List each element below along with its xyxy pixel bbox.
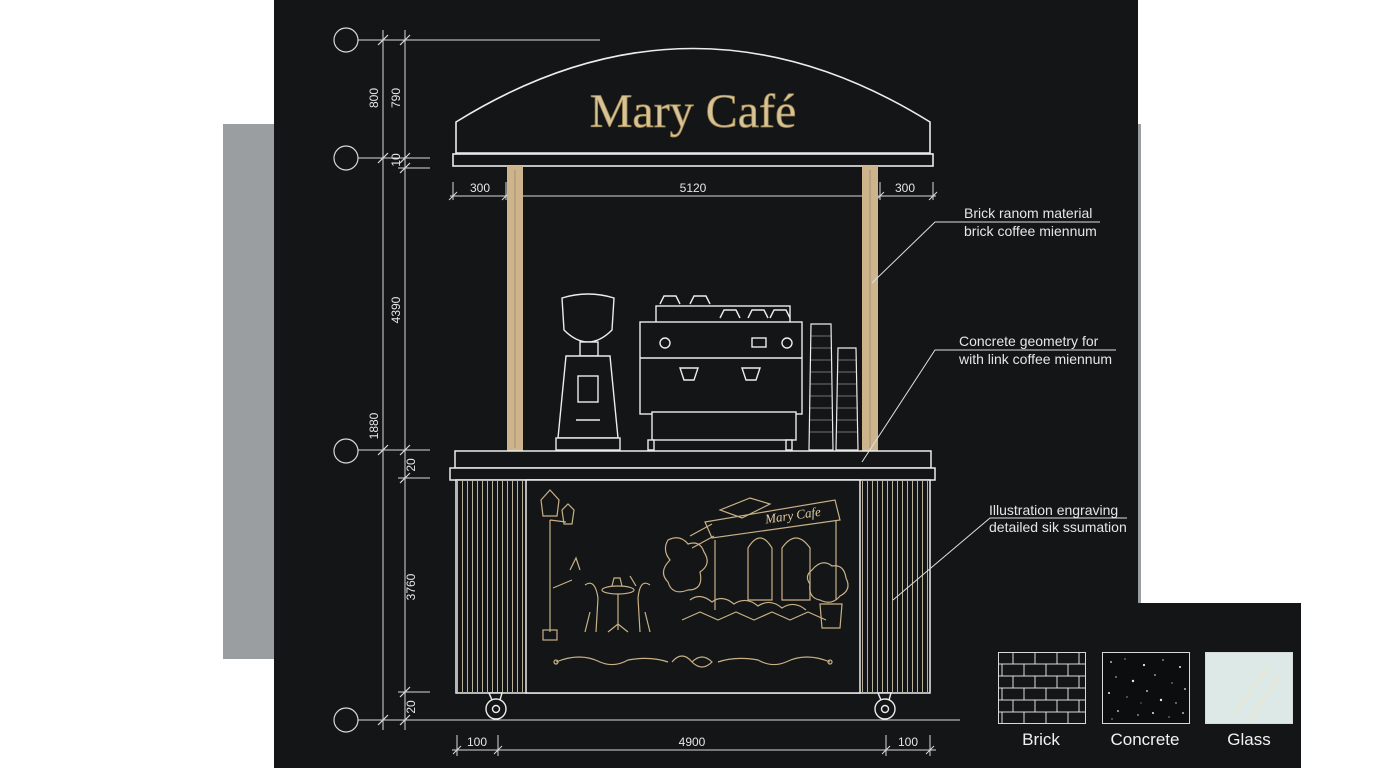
legend-label-glass: Glass [1227, 730, 1271, 749]
canopy-width-dimension [448, 182, 938, 201]
dim-label-300-right: 300 [895, 181, 915, 195]
callout-illustration-line1: Illustration engraving [989, 502, 1118, 518]
dim-label-300-left: 300 [470, 181, 490, 195]
counter-top [449, 450, 936, 481]
level-markers [333, 27, 359, 733]
dim-label-v-790: 790 [389, 88, 403, 108]
dim-label-v-1880: 1880 [367, 412, 381, 439]
legend-swatch-brick [998, 652, 1086, 724]
engraved-cafe-mural [540, 489, 849, 668]
caster-wheels [485, 692, 896, 720]
legend-label-concrete: Concrete [1110, 730, 1180, 749]
dim-label-v-4390: 4390 [389, 296, 403, 323]
vertical-dimensions [358, 30, 960, 730]
dim-label-v-10: 10 [389, 153, 403, 167]
espresso-machine [639, 295, 803, 451]
dim-label-5120: 5120 [680, 181, 707, 195]
dim-label-v-20-bottom: 20 [404, 700, 418, 714]
legend-swatch-glass [1205, 652, 1293, 724]
callout-illustration-line2: detailed sik ssumation [989, 519, 1127, 535]
callout-brick-line2: brick coffee miennum [964, 223, 1097, 239]
dim-label-4900: 4900 [679, 735, 706, 749]
canopy [452, 47, 934, 167]
dim-label-100-right: 100 [898, 735, 918, 749]
base-width-dimension [452, 735, 936, 756]
legend-label-brick: Brick [1022, 730, 1060, 749]
callout-concrete-line2: with link coffee miennum [958, 351, 1112, 367]
cafe-title-sign: Mary Café [590, 85, 797, 138]
dim-label-v-20-top: 20 [404, 458, 418, 472]
counter-base [455, 479, 931, 694]
legend-swatch-concrete [1102, 652, 1190, 724]
dim-label-100-left: 100 [467, 735, 487, 749]
cup-stacks [808, 323, 859, 451]
glass-pattern-icon [1233, 666, 1283, 722]
dim-label-v-800: 800 [367, 88, 381, 108]
brick-pattern-icon [999, 653, 1085, 723]
callout-concrete-line1: Concrete geometry for [959, 333, 1099, 349]
concrete-speckle-icon [1108, 658, 1186, 720]
coffee-grinder [555, 293, 621, 451]
callout-brick-line1: Brick ranom material [964, 205, 1092, 221]
annotation-leaders [861, 221, 1127, 601]
dim-label-v-3760: 3760 [404, 573, 418, 600]
